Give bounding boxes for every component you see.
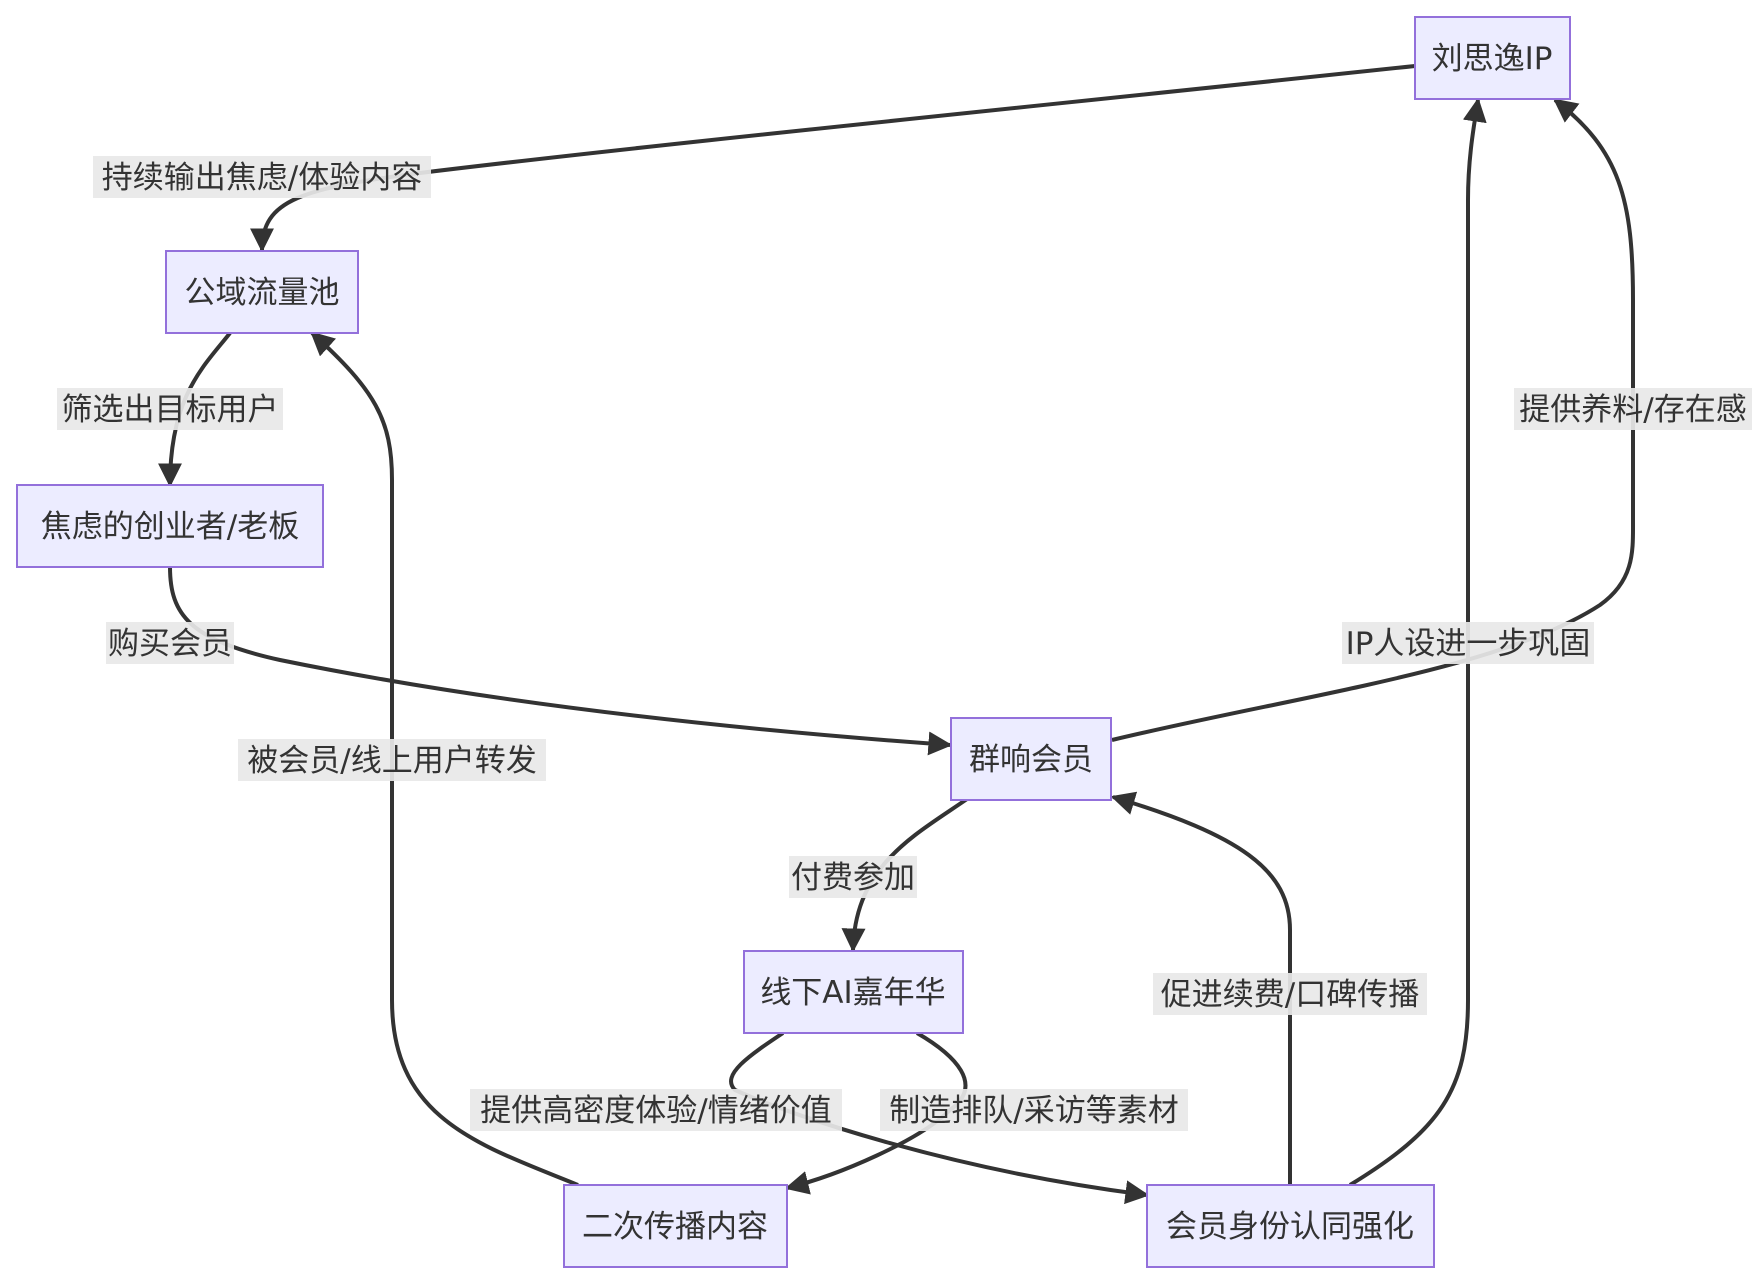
node-member: 群响会员 [950,717,1112,801]
node-secondary-content: 二次传播内容 [563,1184,788,1268]
edge-member-to-ip [1111,98,1636,742]
node-liu-ip-label: 刘思逸IP [1432,41,1553,77]
edge-label-output-content-text: 持续输出焦虑/体验内容 [102,160,422,196]
edge-public-pool-to-founders [158,331,232,488]
edge-label-ip-persona: IP人设进一步巩固 [1342,622,1594,664]
edge-label-pay-join-text: 付费参加 [791,860,915,896]
node-identity-label: 会员身份认同强化 [1166,1209,1414,1245]
edge-ip-to-public-pool [250,64,1416,253]
node-anxious-founders-label: 焦虑的创业者/老板 [41,509,299,545]
edge-label-buy-member-text: 购买会员 [108,626,232,662]
edge-label-pay-join: 付费参加 [789,856,917,898]
edge-label-high-density-text: 提供高密度体验/情绪价值 [480,1093,831,1129]
edge-label-forwarded: 被会员/线上用户转发 [238,739,546,781]
node-public-pool: 公域流量池 [165,250,359,334]
edge-label-make-material: 制造排队/采访等素材 [880,1089,1188,1131]
node-liu-ip: 刘思逸IP [1414,16,1571,100]
edge-label-renew: 促进续费/口碑传播 [1153,973,1427,1015]
node-carnival: 线下AI嘉年华 [743,950,964,1034]
edge-label-buy-member: 购买会员 [106,622,234,664]
edge-founders-to-member [168,566,953,756]
edge-label-provide-material-text: 提供养料/存在感 [1519,392,1746,428]
edge-label-forwarded-text: 被会员/线上用户转发 [247,743,536,779]
edge-label-filter-users-text: 筛选出目标用户 [62,392,279,428]
edge-secondary-to-public-pool [310,331,579,1187]
edge-label-ip-persona-text: IP人设进一步巩固 [1346,626,1591,662]
edge-label-provide-material: 提供养料/存在感 [1514,388,1752,430]
node-identity: 会员身份认同强化 [1146,1184,1435,1268]
edge-identity-to-member [1110,791,1292,1185]
edge-identity-to-ip [1348,97,1487,1187]
node-member-label: 群响会员 [969,742,1093,778]
edge-label-filter-users: 筛选出目标用户 [57,388,283,430]
node-anxious-founders: 焦虑的创业者/老板 [16,484,324,568]
edge-label-output-content: 持续输出焦虑/体验内容 [93,156,431,198]
edge-label-make-material-text: 制造排队/采访等素材 [889,1093,1178,1129]
edge-label-renew-text: 促进续费/口碑传播 [1161,977,1419,1013]
node-public-pool-label: 公域流量池 [185,275,340,311]
node-carnival-label: 线下AI嘉年华 [760,975,945,1011]
edge-label-high-density: 提供高密度体验/情绪价值 [470,1089,842,1131]
node-secondary-content-label: 二次传播内容 [582,1209,768,1245]
